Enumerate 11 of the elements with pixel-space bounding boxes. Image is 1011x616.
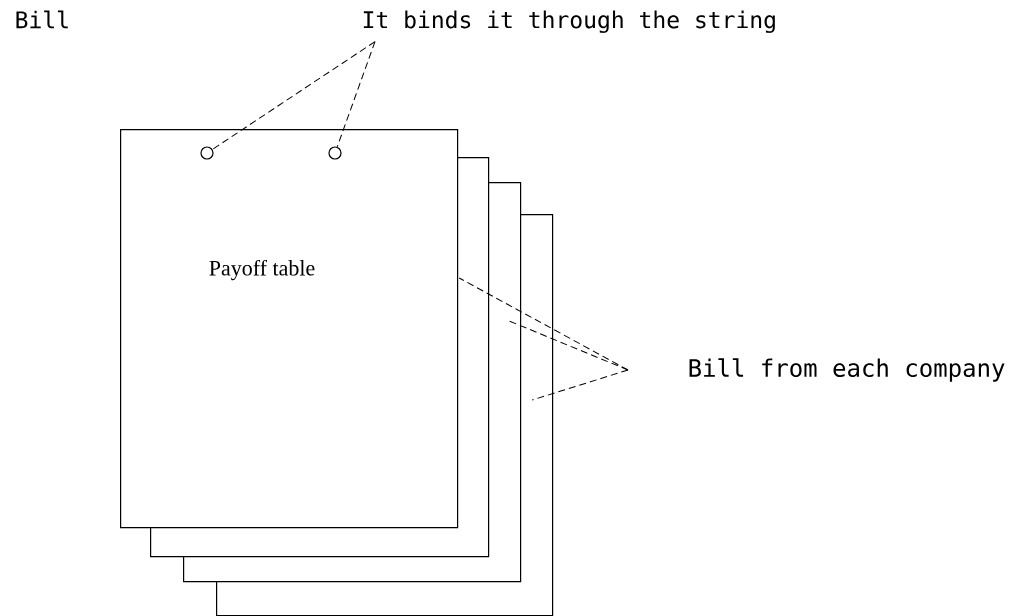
sheet-with-title: Payoff table <box>120 129 459 529</box>
leader-line <box>458 277 629 371</box>
callout-text: Bill from each company <box>689 358 1005 382</box>
punch-hole <box>328 146 342 160</box>
leader-line <box>336 41 376 148</box>
callout-text: It binds it through the string <box>363 10 775 33</box>
leader-line <box>508 320 629 371</box>
label-text: Bill <box>16 10 68 29</box>
punch-hole <box>200 146 214 160</box>
leader-line <box>212 41 376 150</box>
leader-line <box>531 369 629 401</box>
